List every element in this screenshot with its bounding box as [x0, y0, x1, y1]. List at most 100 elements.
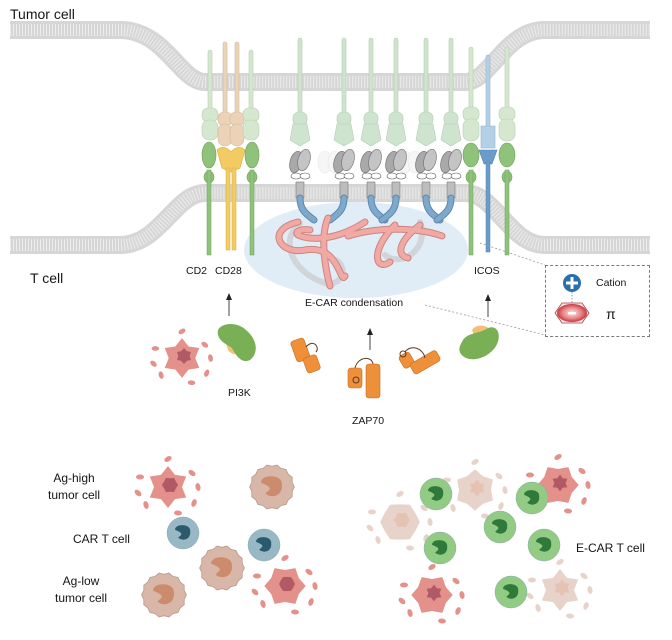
- tumor-fragment: [308, 598, 314, 606]
- tumor-fragment: [312, 582, 318, 590]
- tumor-fragment: [585, 481, 591, 489]
- tumor-fragment: [143, 501, 149, 509]
- tumor-fragment: [455, 607, 461, 615]
- tumor-fragment: [459, 591, 465, 599]
- t-cell-membrane: [10, 184, 650, 254]
- legend-connector-bottom: [424, 304, 546, 336]
- ag-high-label: Ag-high tumor cell: [48, 470, 100, 504]
- pi3k-label: PI3K: [228, 387, 251, 399]
- tumor-fragment: [471, 459, 479, 465]
- tumor-fragment: [188, 469, 196, 477]
- zap70-label: ZAP70: [352, 415, 385, 427]
- car-t-cell: [166, 516, 200, 550]
- arrow-pi3k: [226, 293, 232, 316]
- e-car-receptor: [378, 37, 407, 224]
- tumor-fragment: [281, 555, 289, 561]
- tumor-fragment: [535, 604, 541, 612]
- tumor-fragment: [151, 346, 160, 351]
- tumor-fragment: [526, 472, 534, 478]
- tumor-fragment: [452, 577, 460, 585]
- cd2-receptor: [201, 49, 219, 256]
- ag-low-tumor-cell: [141, 572, 187, 618]
- cd2-label: CD2: [186, 265, 208, 277]
- tumor-fragment: [526, 592, 534, 600]
- pi-ring-icon: [554, 302, 590, 324]
- tumor-fragment: [208, 354, 213, 362]
- tumor-core: [426, 584, 442, 602]
- ag-high-tumor-cell: [134, 456, 201, 516]
- tumor-fragment: [398, 597, 406, 605]
- tumor-core: [161, 477, 179, 493]
- tumor-fragment: [428, 564, 436, 570]
- cell-nucleus: [492, 519, 508, 534]
- tumor-fragment: [305, 568, 313, 576]
- cation-pi-legend: Cation π: [545, 265, 650, 337]
- cation-label: Cation: [596, 277, 627, 289]
- tumor-fragment: [396, 491, 404, 497]
- e-car-t-cell: [483, 510, 517, 544]
- e-car-receptors: [289, 37, 462, 224]
- cell-nucleus: [503, 584, 519, 599]
- ag-high-tumor-cell: [251, 555, 318, 615]
- tumor-fragment: [554, 454, 562, 460]
- tumor-fragment: [583, 602, 589, 610]
- tumor-fragment: [375, 536, 381, 544]
- tumor-core: [554, 579, 570, 597]
- tumor-fragment: [502, 486, 508, 494]
- car-t-cell: [247, 528, 281, 562]
- cell-nucleus: [261, 476, 282, 497]
- tumor-fragment: [407, 609, 413, 617]
- ag-low-tumor-cell: [199, 545, 245, 591]
- bottom-cell-populations: [134, 454, 593, 624]
- tumor-fragment: [178, 328, 186, 335]
- tumor-fragment: [581, 497, 587, 505]
- tumor-fragment: [158, 371, 164, 379]
- tumor-fragment: [438, 618, 446, 624]
- zap70-protein-3: [398, 347, 441, 375]
- e-car-receptor: [289, 37, 318, 224]
- icos-receptor: [462, 46, 516, 256]
- tumor-core: [177, 348, 191, 364]
- tumor-fragment: [400, 582, 408, 588]
- pi3k-icos-protein: [459, 325, 499, 360]
- icos-label: ICOS: [474, 265, 500, 277]
- tumor-core: [552, 474, 568, 492]
- cell-nucleus: [175, 525, 191, 540]
- e-car-t-cell: [527, 528, 561, 562]
- tumor-fragment: [564, 508, 572, 514]
- tumor-fragment: [498, 502, 504, 510]
- tumor-fragment: [260, 600, 266, 608]
- ag-high-line-2: tumor cell: [48, 488, 101, 502]
- tumor-fragment: [291, 609, 299, 615]
- cell-nucleus: [432, 540, 448, 555]
- car-t-cell-label: CAR T cell: [73, 532, 130, 546]
- tumor-fragment: [253, 573, 261, 579]
- pi3k-protein: [217, 324, 256, 362]
- e-car-t-cell-label: E-CAR T cell: [576, 541, 645, 555]
- tumor-fragment: [174, 510, 182, 516]
- pi-label: π: [606, 306, 616, 322]
- tumor-cell-debris-top: [150, 328, 213, 386]
- tumor-fragment: [580, 572, 588, 580]
- e-car-receptor: [433, 37, 462, 224]
- legend-connector-top: [479, 242, 546, 266]
- cation-icon: [563, 274, 581, 305]
- e-car-receptor: [326, 37, 355, 224]
- tumor-fragment: [134, 489, 142, 497]
- e-car-receptor: [415, 37, 444, 224]
- tumor-fragment: [528, 577, 536, 583]
- tumor-fragment: [566, 613, 574, 619]
- cd28-label: CD28: [215, 265, 242, 277]
- tumor-core: [279, 576, 295, 592]
- cell-nucleus: [536, 537, 552, 552]
- ag-high-tumor-cell-lysed: [398, 564, 465, 624]
- tumor-cell-label: Tumor cell: [10, 6, 75, 22]
- tumor-fragment: [195, 483, 201, 491]
- tumor-fragment: [450, 504, 456, 512]
- tumor-fragment: [150, 360, 157, 367]
- cd3z-chains: [275, 214, 446, 290]
- tumor-core: [393, 512, 411, 528]
- ag-low-tumor-cell-lysed: [526, 559, 593, 619]
- tumor-fragment: [251, 588, 259, 596]
